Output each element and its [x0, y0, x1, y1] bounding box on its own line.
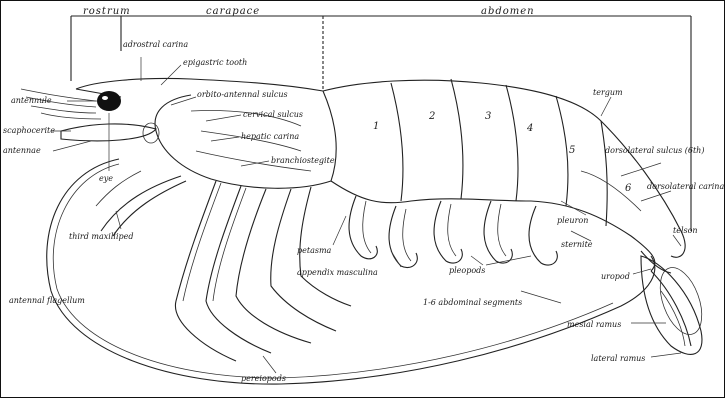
label-dorsolateral-carina: dorsolateral carina	[647, 182, 724, 191]
label-lateral-ramus: lateral ramus	[591, 354, 645, 363]
label-epigastric-tooth: epigastric tooth	[183, 58, 247, 67]
segment-number-1: 1	[373, 121, 379, 132]
label-antennule: antennule	[11, 96, 52, 105]
label-petasma: petasma	[297, 246, 332, 255]
label-hepatic-carina: hepatic carina	[241, 132, 299, 141]
pereiopods-legs	[96, 171, 351, 361]
label-carapace: carapace	[206, 6, 260, 17]
label-abdomen: abdomen	[481, 6, 535, 17]
label-sternite: sternite	[561, 240, 593, 249]
label-abdominal-segments: 1-6 abdominal segments	[423, 298, 522, 307]
segment-number-2: 2	[428, 111, 435, 122]
label-pleuron: pleuron	[557, 216, 588, 225]
label-third-maxilliped: third maxilliped	[69, 232, 134, 241]
label-cervical-sulcus: cervical sulcus	[243, 110, 303, 119]
shrimp-body	[21, 78, 710, 354]
label-antennae: antennae	[3, 146, 41, 155]
label-orbito-antennal-sulcus: orbito-antennal sulcus	[197, 90, 288, 99]
segment-number-5: 5	[569, 145, 575, 156]
label-pereiopods: pereiopods	[241, 374, 286, 383]
segment-number-3: 3	[485, 111, 491, 122]
label-branchiostegite: branchiostegite	[271, 156, 335, 165]
label-scaphocerite: scaphocerite	[3, 126, 55, 135]
label-tergum: tergum	[593, 88, 623, 97]
label-telson: telson	[673, 226, 698, 235]
label-appendix-masculina: appendix masculina	[297, 268, 378, 277]
label-adrostral-carina: adrostral carina	[123, 40, 188, 49]
eye-shape	[97, 91, 121, 111]
label-pleopods: pleopods	[449, 266, 485, 275]
label-uropod: uropod	[601, 272, 630, 281]
segment-number-6: 6	[625, 183, 632, 194]
label-eye: eye	[99, 174, 113, 183]
segment-numbers: 1 2 3 4 5 6	[373, 111, 632, 194]
label-dorsolateral-sulcus: dorsolateral sulcus (6th)	[605, 146, 704, 155]
segment-number-4: 4	[526, 123, 533, 134]
label-mesial-ramus: mesial ramus	[567, 320, 621, 329]
label-antennal-flagellum: antennal flagellum	[9, 296, 85, 305]
label-rostrum: rostrum	[83, 6, 131, 17]
